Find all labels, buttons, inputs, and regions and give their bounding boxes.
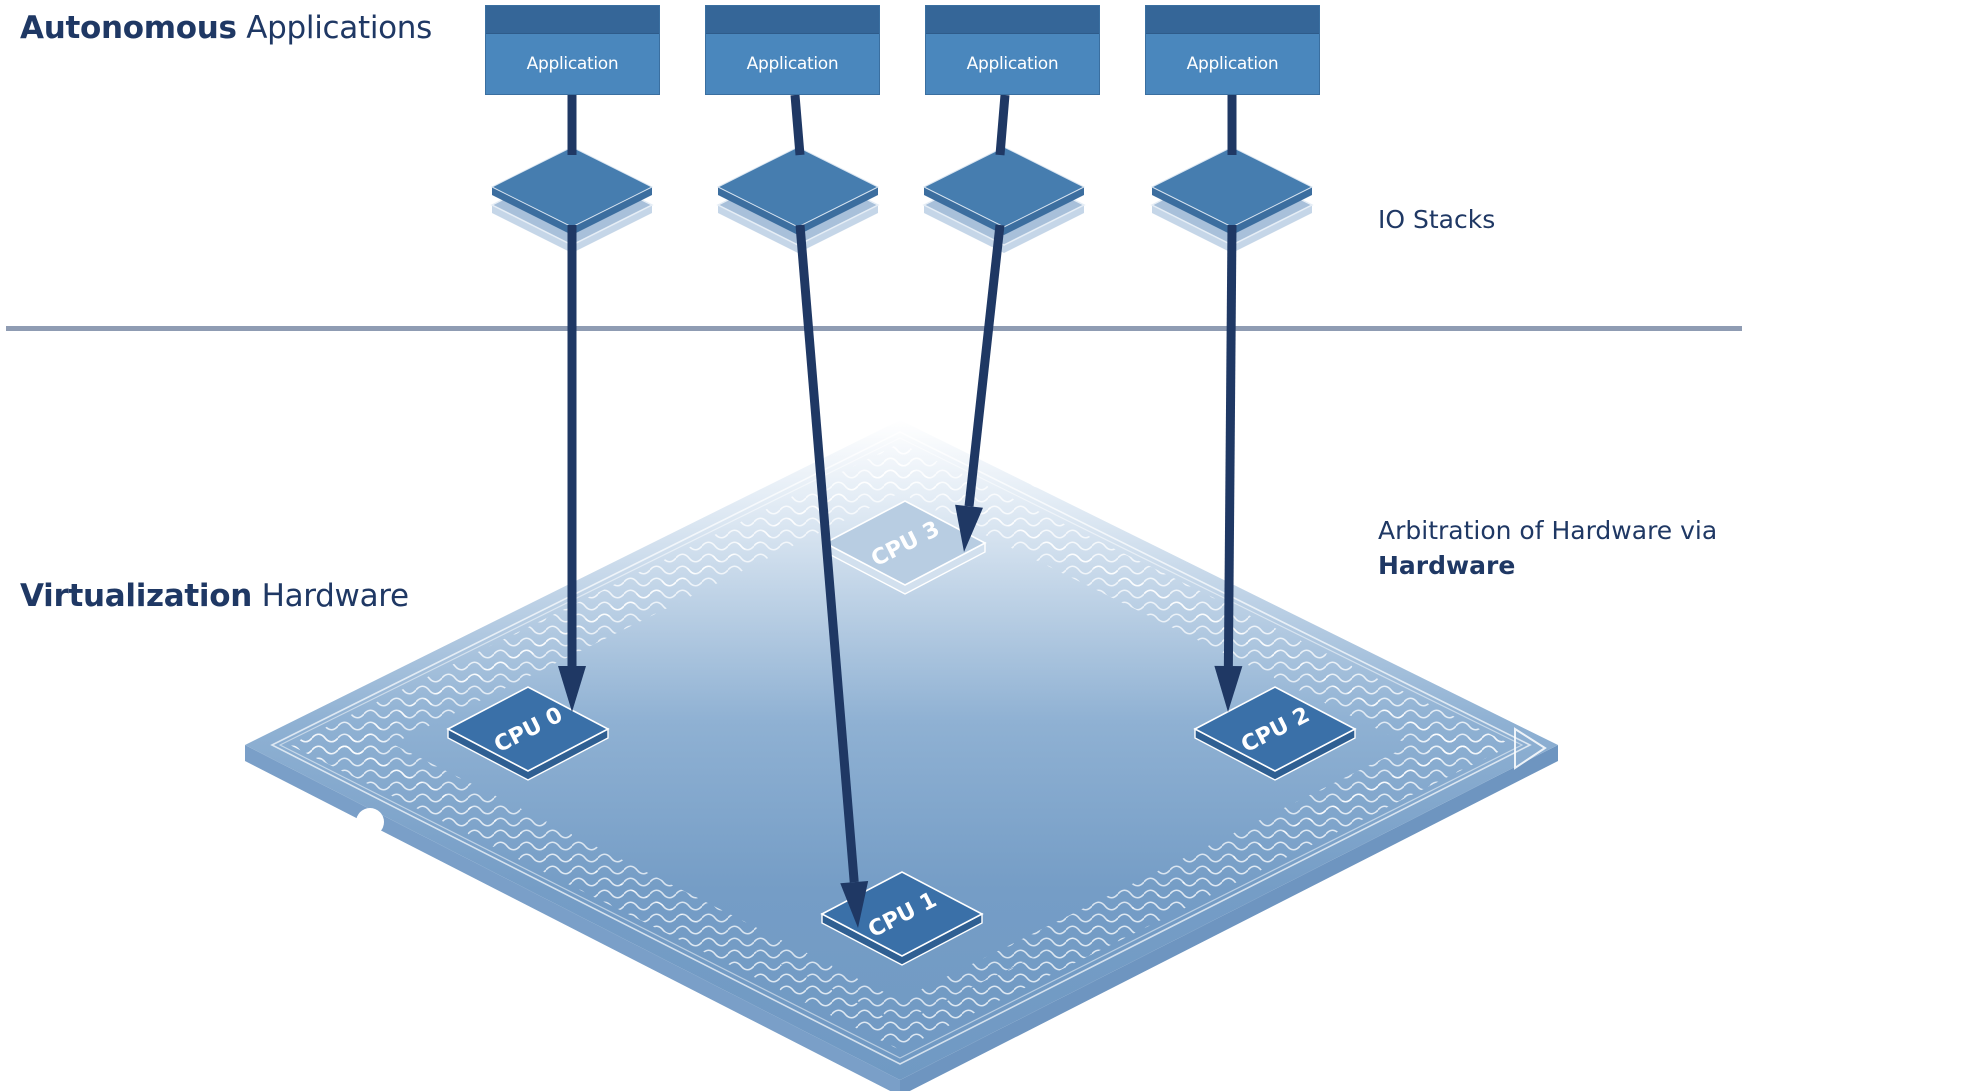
io-stacks-layer bbox=[490, 146, 1314, 253]
mapping-arrow bbox=[1214, 95, 1243, 712]
io-stacks-label: IO Stacks bbox=[1378, 205, 1496, 234]
io-stack bbox=[490, 146, 654, 253]
arbitration-label: Arbitration of Hardware via Hardware bbox=[1378, 513, 1717, 583]
io-stack-upper-layer bbox=[490, 146, 654, 228]
application-box: Application bbox=[485, 5, 660, 95]
application-box-header bbox=[486, 6, 659, 34]
io-stack-upper-edge bbox=[924, 187, 1084, 235]
application-label: Application bbox=[526, 53, 619, 74]
cpu-chip: CPU 2 bbox=[1193, 686, 1357, 781]
arrow-head-icon bbox=[558, 666, 586, 712]
io-stack-upper-edge bbox=[492, 187, 652, 235]
io-stack-lower-edge bbox=[718, 205, 878, 253]
application-label: Application bbox=[746, 53, 839, 74]
io-stack-upper-layer bbox=[1150, 146, 1314, 228]
application-box-header bbox=[706, 6, 879, 34]
cpu-chip-top bbox=[1193, 686, 1357, 772]
io-stack-lower-edge bbox=[492, 205, 652, 253]
contact-band-top-right-inner bbox=[870, 463, 1470, 760]
cpu-chip: CPU 0 bbox=[446, 686, 610, 781]
arrow-shaft-lower bbox=[1223, 224, 1237, 667]
arbitration-label-line2: Hardware bbox=[1378, 551, 1516, 580]
contact-band-bottom-right-inner bbox=[900, 730, 1470, 1022]
arrow-head-icon bbox=[955, 504, 983, 552]
application-label: Application bbox=[966, 53, 1059, 74]
mapping-arrow bbox=[558, 95, 586, 712]
applications-heading-bold: Autonomous bbox=[20, 10, 237, 46]
cpu-chip-top bbox=[823, 500, 987, 586]
io-stack-upper-edge bbox=[718, 187, 878, 235]
chip-inner-border bbox=[270, 431, 1532, 1065]
application-label: Application bbox=[1186, 53, 1279, 74]
io-stack-upper-layer bbox=[922, 146, 1086, 228]
layer-divider bbox=[6, 326, 1742, 331]
applications-heading: Autonomous Applications bbox=[20, 10, 432, 46]
cpu-chip: CPU 3 bbox=[823, 500, 987, 595]
chip-inner-border-2 bbox=[278, 437, 1524, 1059]
contact-band-bottom-left bbox=[290, 730, 900, 1050]
chip-notch-top bbox=[1026, 460, 1054, 488]
cpu-chip-top bbox=[446, 686, 610, 772]
virtualization-heading: Virtualization Hardware bbox=[20, 578, 409, 614]
virtualization-heading-bold: Virtualization bbox=[20, 578, 252, 614]
mapping-arrow bbox=[790, 94, 869, 928]
io-stack bbox=[716, 146, 880, 253]
orientation-triangle-icon bbox=[1514, 727, 1547, 770]
contact-band-top-left bbox=[290, 443, 930, 760]
io-stack-upper-edge bbox=[1152, 187, 1312, 235]
application-box: Application bbox=[705, 5, 880, 95]
application-box: Application bbox=[925, 5, 1100, 95]
applications-heading-light: Applications bbox=[246, 10, 432, 46]
io-stack-upper-layer bbox=[716, 146, 880, 228]
arrow-shaft-lower bbox=[795, 224, 859, 883]
arrow-shaft-lower bbox=[964, 224, 1005, 507]
io-stack bbox=[1150, 146, 1314, 253]
arbitration-label-line1: Arbitration of Hardware via bbox=[1378, 516, 1718, 545]
arrow-head-icon bbox=[840, 881, 869, 928]
arrow-shaft-upper bbox=[790, 94, 805, 156]
contact-band-top-right bbox=[870, 443, 1512, 760]
chip-notch-left bbox=[356, 808, 384, 836]
arrow-head-icon bbox=[1214, 665, 1243, 712]
io-stack-lower-edge bbox=[924, 205, 1084, 253]
chip-side-left bbox=[245, 745, 900, 1091]
contact-band-top-left-inner bbox=[330, 463, 930, 760]
io-stack bbox=[922, 146, 1086, 253]
arrow-shaft-upper bbox=[995, 94, 1010, 156]
io-stack-lower-edge bbox=[1152, 205, 1312, 253]
chip-side-right bbox=[900, 745, 1558, 1091]
application-box-header bbox=[926, 6, 1099, 34]
application-box: Application bbox=[1145, 5, 1320, 95]
contact-band-bottom-right bbox=[900, 730, 1512, 1050]
mapping-arrow bbox=[955, 94, 1010, 552]
contact-band-bottom-left-inner bbox=[335, 730, 900, 1022]
application-box-header bbox=[1146, 6, 1319, 34]
virtualization-heading-light: Hardware bbox=[261, 578, 410, 614]
arrows-layer bbox=[558, 94, 1243, 928]
